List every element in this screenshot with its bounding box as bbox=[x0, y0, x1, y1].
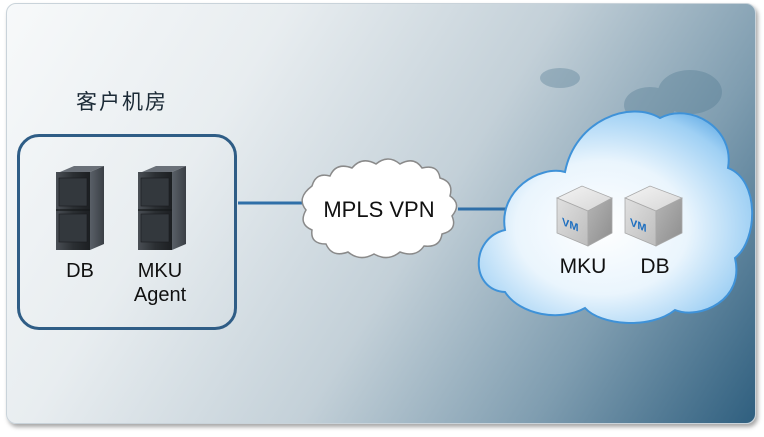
mpls-vpn-label: MPLS VPN bbox=[323, 197, 435, 222]
background-cloud-shape bbox=[540, 68, 722, 123]
customer-site-box bbox=[17, 134, 237, 330]
mku-agent-label-line1: MKU bbox=[137, 260, 183, 282]
mku-vm-icon: VM bbox=[556, 185, 613, 247]
mku-agent-label: MKU Agent bbox=[120, 259, 200, 307]
vpn-cloud-shape bbox=[301, 158, 458, 259]
db-server-icon bbox=[56, 166, 104, 250]
cloud-mku-label: MKU bbox=[559, 255, 607, 278]
customer-site-title: 客户机房 bbox=[76, 90, 168, 114]
cloud-shape bbox=[477, 110, 754, 324]
mku-agent-label-line2: Agent bbox=[133, 284, 187, 306]
mku-agent-server-icon bbox=[138, 166, 186, 250]
db-vm-icon: VM bbox=[624, 185, 683, 247]
cloud-db-label: DB bbox=[640, 255, 670, 278]
db-server-label: DB bbox=[66, 260, 94, 282]
